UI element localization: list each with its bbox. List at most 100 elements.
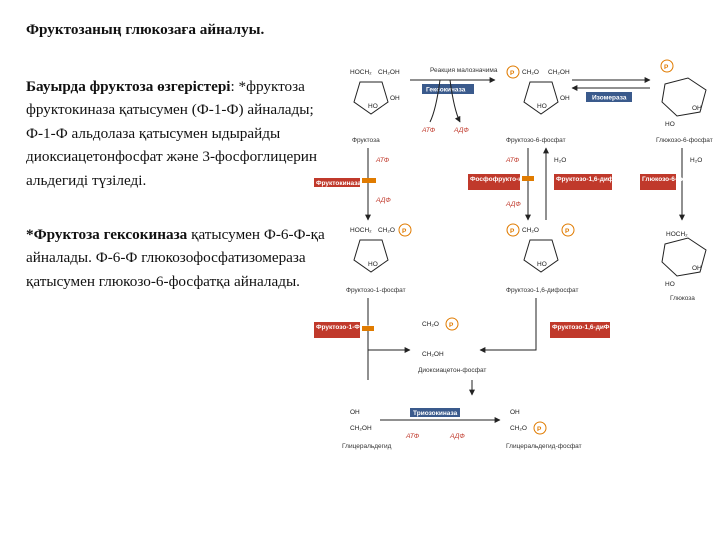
fructose-label: Фруктоза: [352, 137, 380, 144]
fructose-ho: НО: [368, 103, 378, 110]
f6p-label: Фруктозо-6-фосфат: [506, 137, 566, 144]
f16bp-phosphate-1: [506, 223, 520, 237]
dhap-structure: СН₂О P СН₂ОН: [422, 317, 459, 358]
fructokinase-box: [314, 178, 360, 187]
f6p-ho: НО: [537, 103, 547, 110]
aldolase1-box: [314, 322, 360, 338]
fructokinase-bar: [362, 178, 376, 183]
isomerase-box: [586, 92, 632, 102]
glyceraldehyde-oh: ОН: [350, 409, 360, 416]
aldolase1-bar: [362, 326, 374, 331]
g6p-label: Глюкозо-6-фосфат: [656, 137, 713, 144]
glucose-oh: ОН: [692, 265, 702, 272]
aldolase1-label: Фруктозо-1-Ф альдолаза: [316, 324, 396, 331]
f1p-hoch2: НОСН₂: [350, 227, 372, 234]
triosekinase-label: Триозокиназа: [413, 410, 458, 417]
glyceraldehyde-ch2oh: СН₂ОН: [350, 425, 372, 432]
g3p-oh: ОН: [510, 409, 520, 416]
fructose-hoch2: НОСН₂: [350, 69, 372, 76]
pfk-label: Фосфофрукто-киназа: [470, 176, 540, 183]
paragraph-liver-heading: Бауырда фруктоза өзгерістері: [26, 77, 231, 95]
f16bp-label: Фруктозо-1,6-дифосфат: [506, 287, 578, 294]
fructose-oh: ОН: [390, 95, 400, 102]
g6p-oh: ОН: [692, 105, 702, 112]
f6p-ch2o: СН₂О: [522, 69, 539, 76]
dhap-p: P: [449, 322, 454, 329]
f16bp-structure: P СН₂О P НО: [506, 223, 575, 273]
f16bp-phosphate-2: [561, 223, 575, 237]
g6p-phosphate: [660, 59, 674, 73]
h2o-2: H₂O: [690, 157, 702, 164]
aldolase16-label: Фруктозо-1,6-диФ-альдолаза: [552, 324, 646, 331]
f1p-structure: НОСН₂ СН₂О P НО: [350, 223, 412, 273]
hexokinase-label: Гексокиназа: [426, 87, 466, 94]
dhap-label: Диоксиацетон-фосфат: [418, 367, 486, 374]
adp-4: АДФ: [449, 433, 465, 440]
f16bp-ho: НО: [537, 261, 547, 268]
minor-reaction-note: Реакция малозначима: [430, 67, 498, 74]
hexokinase-box: [422, 84, 474, 94]
f6p-ch2oh: СН₂ОН: [548, 69, 570, 76]
slide-title: Фруктозаның глюкозаға айналуы.: [26, 21, 265, 38]
f1p-p: P: [402, 228, 407, 235]
aldolase16-box: [550, 322, 610, 338]
paragraph-hexokinase-heading: *Фруктоза гексокиназа: [26, 225, 188, 243]
atp-1: АТФ: [421, 127, 436, 134]
g6p-p: P: [664, 64, 669, 71]
adp-3: АДФ: [505, 201, 521, 208]
f16bp-p2: P: [565, 228, 570, 235]
dhap-ch2oh: СН₂ОН: [422, 351, 444, 358]
glyceraldehyde-structure: ОН СН₂ОН: [350, 409, 372, 432]
f16bp-p1: P: [510, 228, 515, 235]
adp-out-1: [449, 79, 461, 123]
atp-4: АТФ: [405, 433, 420, 440]
fructose-metabolism-diagram: НОСН₂ СН₂ОН НО ОН Фруктоза Реакция малоз…: [314, 59, 714, 450]
g3p-label: Глицеральдегид-фосфат: [506, 443, 582, 450]
g3p-structure: ОН СН₂О P: [510, 409, 547, 435]
atp-in-1: [429, 79, 441, 123]
paragraph-hexokinase-body: қатысумен Ф-6-Ф-қа айналады. Ф-6-Ф глюко…: [26, 225, 325, 290]
f16bp-ch2o: СН₂О: [522, 227, 539, 234]
glucose-structure: НОСН₂ ОН НО: [661, 231, 707, 288]
glucose-ring: [661, 237, 707, 277]
isomerase-label: Изомераза: [592, 95, 627, 102]
atp-3: АТФ: [505, 157, 520, 164]
fructose-structure: НОСН₂ СН₂ОН НО ОН: [350, 69, 400, 115]
g6pase-label: Глюкозо-6-фосфатаза: [642, 176, 714, 183]
f6p-structure: P СН₂О СН₂ОН НО ОН: [506, 65, 570, 115]
f1p-ho: НО: [368, 261, 378, 268]
g6p-ring: [661, 77, 707, 117]
fructokinase-label: Фруктокиназа: [316, 180, 361, 187]
g3p-ch2o: СН₂О: [510, 425, 527, 432]
paragraph-liver-body: : *фруктоза фруктокиназа қатысумен (Ф-1-…: [26, 77, 318, 189]
dhap-phosphate: [445, 317, 459, 331]
pfk-box: [468, 174, 520, 190]
adp-1: АДФ: [453, 127, 469, 134]
triosekinase-box: [410, 408, 460, 417]
paragraph-liver: Бауырда фруктоза өзгерістері: *фруктоза …: [26, 75, 326, 193]
h2o-1: H₂O: [554, 157, 566, 164]
f1p-ch2o: СН₂О: [378, 227, 395, 234]
f6p-phosphate: [506, 65, 520, 79]
glucose-hoch2: НОСН₂: [666, 231, 688, 238]
f1p-phosphate: [398, 223, 412, 237]
fructose-ring: [353, 81, 389, 115]
fbpase-label: Фруктозо-1,6-дифосфатаза: [556, 176, 644, 183]
adp-2: АДФ: [375, 197, 391, 204]
slide-text: Фруктозаның глюкозаға айналуы. Бауырда ф…: [26, 18, 326, 293]
f6p-oh: ОН: [560, 95, 570, 102]
f6p-ring: [523, 81, 559, 115]
f6p-p: P: [510, 70, 515, 77]
paragraph-hexokinase: *Фруктоза гексокиназа қатысумен Ф-6-Ф-қа…: [26, 223, 326, 294]
f1p-ring: [353, 239, 389, 273]
f1p-label: Фруктозо-1-фосфат: [346, 287, 406, 294]
g3p-phosphate: [533, 421, 547, 435]
g6p-structure: P ОН НО: [660, 59, 707, 128]
aldolase16-arrow: [479, 298, 537, 353]
glucose-ho: НО: [665, 281, 675, 288]
glucose-label: Глюкоза: [670, 295, 695, 302]
f16bp-ring: [523, 239, 559, 273]
g6p-ho: НО: [665, 121, 675, 128]
g6pase-box: [640, 174, 676, 190]
pfk-bar: [522, 176, 534, 181]
